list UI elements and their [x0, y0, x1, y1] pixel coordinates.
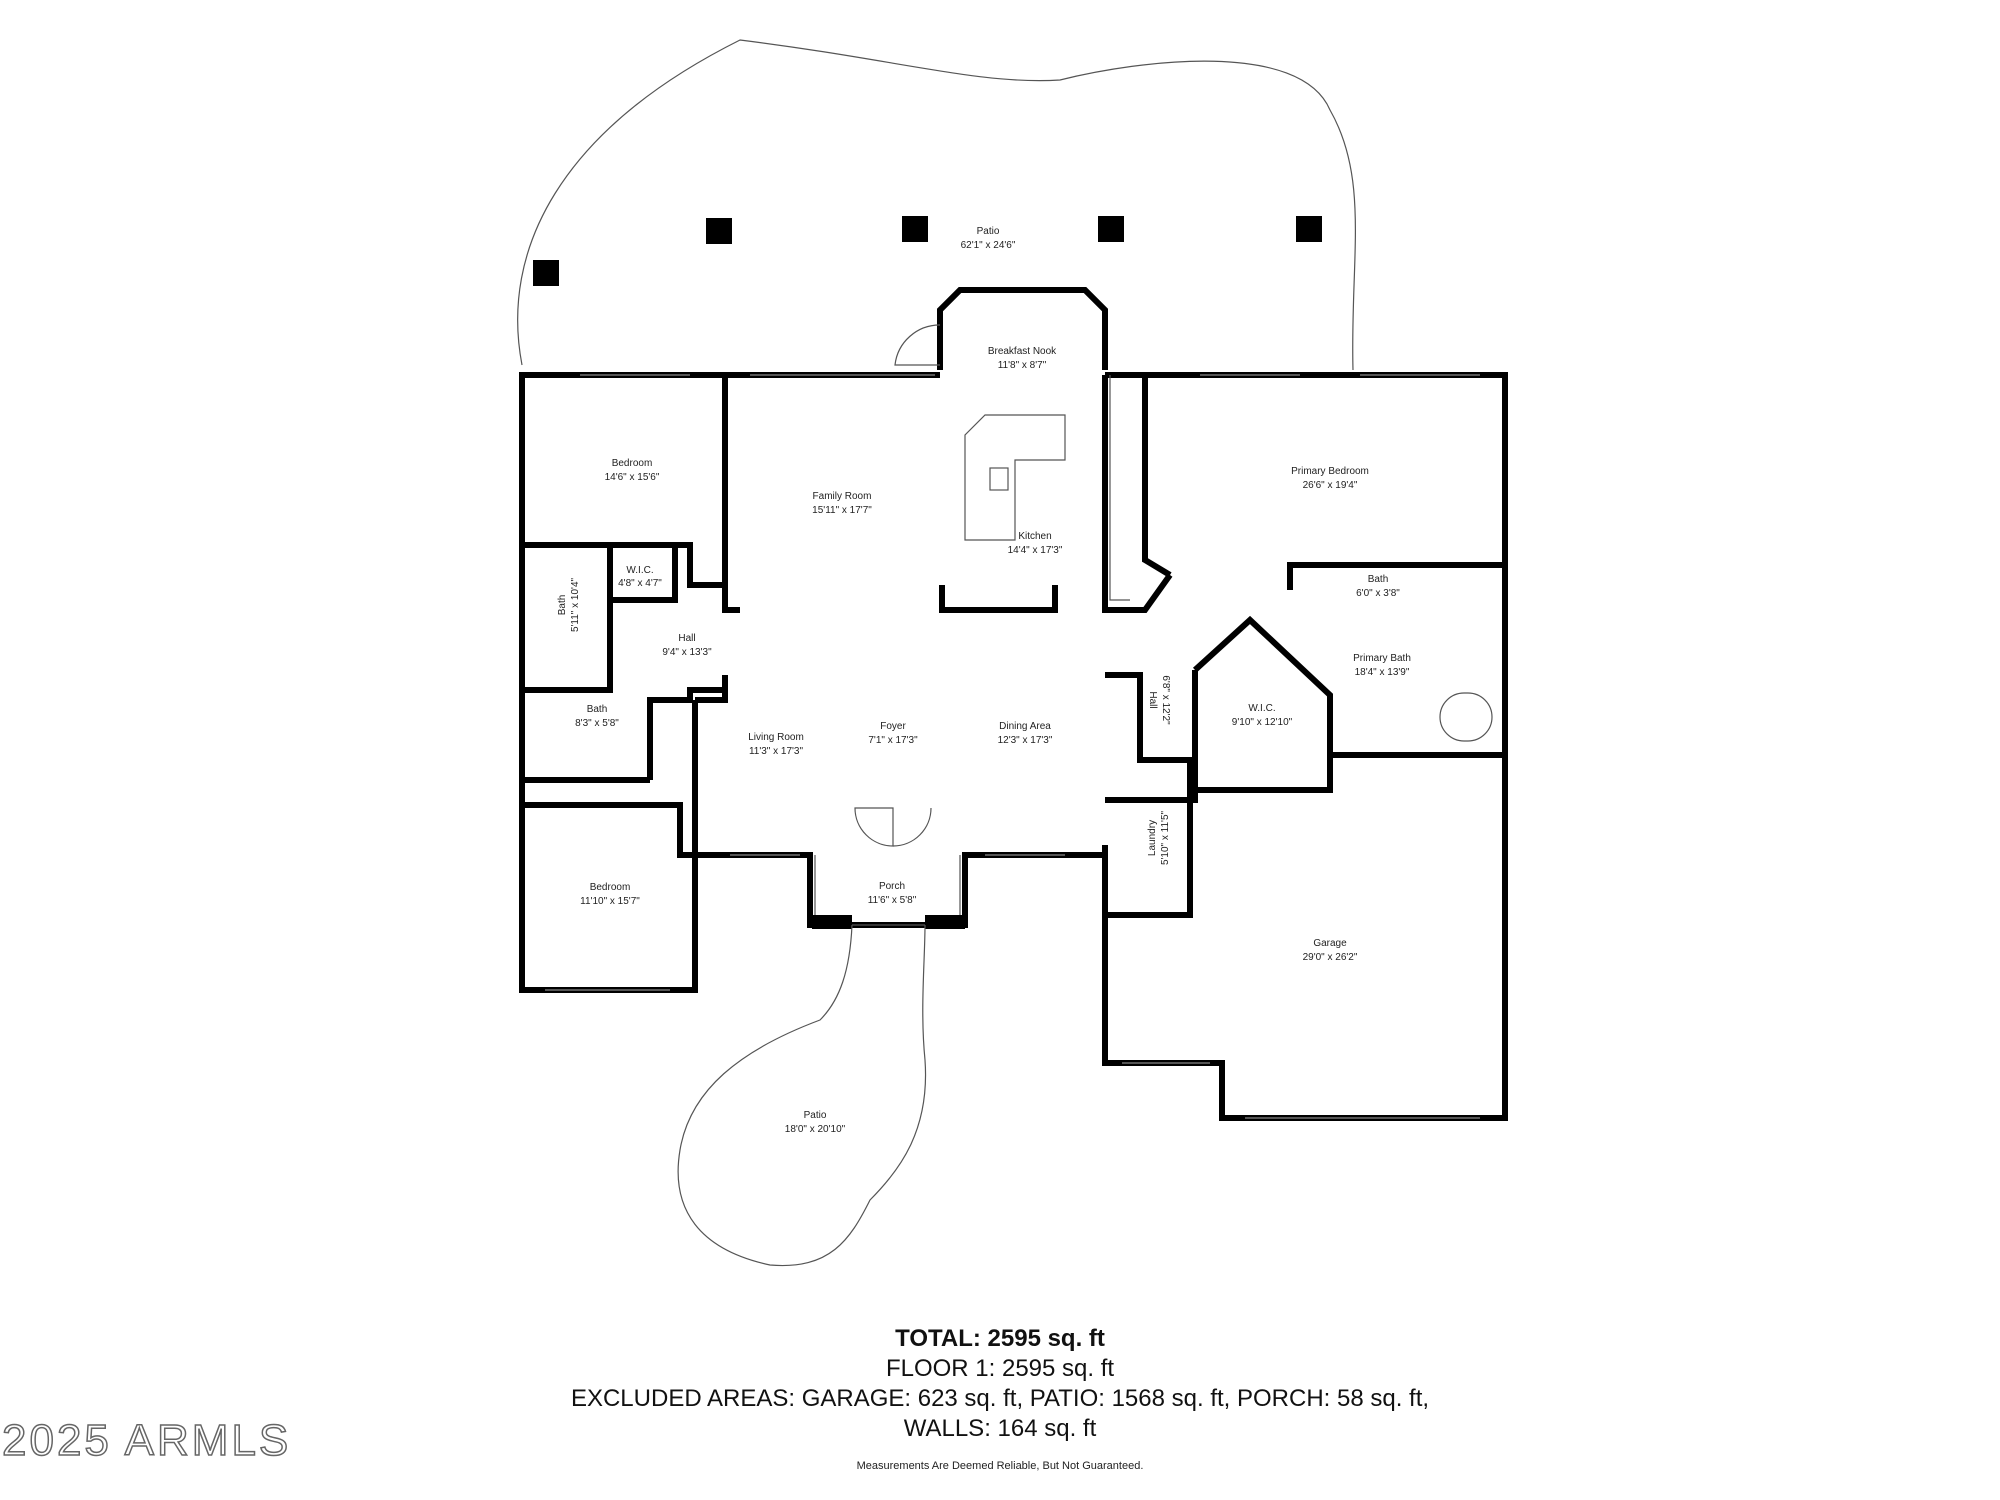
porch-outline	[814, 855, 961, 926]
room-dim-wic-small: 4'8" x 4'7"	[618, 578, 662, 589]
room-dim-wic-primary: 9'10" x 12'10"	[1232, 717, 1293, 728]
summary-excluded: EXCLUDED AREAS: GARAGE: 623 sq. ft, PATI…	[570, 1385, 1430, 1412]
room-name-living-room: Living Room	[748, 732, 804, 743]
room-name-bedroom-1: Bedroom	[612, 458, 653, 469]
room-name-primary-bedroom: Primary Bedroom	[1291, 466, 1369, 477]
room-name-foyer: Foyer	[880, 721, 906, 732]
wall-wic-primary	[1192, 615, 1333, 793]
wall-primary-left	[1142, 375, 1172, 578]
wall-family-left	[722, 375, 740, 613]
summary-total: TOTAL: 2595 sq. ft	[895, 1325, 1105, 1352]
summary-floor: FLOOR 1: 2595 sq. ft	[885, 1355, 1115, 1382]
kitchen-counter-wall	[939, 585, 1058, 613]
room-dim-foyer: 7'1" x 17'3"	[868, 735, 918, 746]
wall-bath-small	[522, 545, 613, 693]
room-name-primary-bath: Primary Bath	[1353, 653, 1411, 664]
porch-step-right	[925, 915, 965, 929]
patio-column	[1296, 216, 1322, 242]
room-name-porch: Porch	[879, 881, 905, 892]
watermark: 2025 ARMLS	[1, 1415, 292, 1466]
wall-bath2	[519, 690, 650, 783]
wall-hall-left	[647, 675, 728, 780]
porch-step-left	[812, 915, 852, 929]
patio-bottom-outline	[677, 924, 927, 1267]
wall-kitchen-right	[1102, 375, 1173, 613]
kitchen-sink	[989, 467, 1009, 491]
room-dim-family-room: 15'11" x 17'7"	[812, 505, 872, 516]
room-name-bath-primary-small: Bath	[1368, 574, 1389, 585]
room-name-wic-small: W.I.C.	[626, 565, 653, 576]
patio-top-outline	[517, 39, 1356, 371]
room-dim-bath-2: 8'3" x 5'8"	[575, 718, 619, 729]
room-dim-laundry: 5'10" x 11'5"	[1160, 811, 1171, 866]
patio-column	[902, 216, 928, 242]
kitchen-island	[964, 414, 1066, 541]
wall-living	[695, 675, 728, 703]
summary-walls: WALLS: 164 sq. ft	[903, 1415, 1097, 1442]
wall-wic-small	[607, 545, 678, 603]
patio-column	[706, 218, 732, 244]
room-dim-primary-bedroom: 26'6" x 19'4"	[1303, 480, 1358, 491]
room-name-patio-top: Patio	[977, 226, 1000, 237]
room-dim-bedroom-2: 11'10" x 15'7"	[580, 896, 640, 907]
room-dim-living-room: 11'3" x 17'3"	[749, 746, 804, 757]
room-dim-porch: 11'6" x 5'8"	[868, 895, 917, 906]
room-name-wic-primary: W.I.C.	[1248, 703, 1275, 714]
room-name-laundry: Laundry	[1147, 820, 1158, 856]
room-dim-breakfast-nook: 11'8" x 8'7"	[998, 360, 1047, 371]
room-dim-dining-area: 12'3" x 17'3"	[998, 735, 1053, 746]
room-name-family-room: Family Room	[813, 491, 872, 502]
nook-door-swing	[894, 324, 941, 366]
wall-garage-top	[1105, 790, 1198, 803]
room-name-kitchen: Kitchen	[1018, 531, 1051, 542]
room-dim-hall-left: 9'4" x 13'3"	[662, 647, 712, 658]
room-name-dining-area: Dining Area	[999, 721, 1051, 732]
patio-column	[1098, 216, 1124, 242]
room-dim-patio-bottom: 18'0" x 20'10"	[785, 1124, 846, 1135]
room-name-garage: Garage	[1313, 938, 1347, 949]
room-dim-bath-small: 5'11" x 10'4"	[570, 578, 581, 633]
patio-column	[533, 260, 559, 286]
room-name-bath-2: Bath	[587, 704, 608, 715]
room-name-bedroom-2: Bedroom	[590, 882, 631, 893]
room-name-breakfast-nook: Breakfast Nook	[988, 346, 1057, 357]
room-dim-kitchen: 14'4" x 17'3"	[1008, 545, 1063, 556]
breakfast-nook-bay	[937, 287, 1108, 370]
room-dim-patio-top: 62'1" x 24'6"	[961, 240, 1016, 251]
room-dim-garage: 29'0" x 26'2"	[1303, 952, 1358, 963]
disclaimer: Measurements Are Deemed Reliable, But No…	[856, 1460, 1144, 1472]
kitchen-counter-right	[1109, 375, 1130, 601]
wall-bedroom1	[522, 542, 725, 588]
room-name-hall-right: Hall	[1147, 691, 1158, 708]
room-dim-bedroom-1: 14'6" x 15'6"	[605, 472, 660, 483]
room-name-hall-left: Hall	[678, 633, 695, 644]
room-name-bath-small: Bath	[557, 595, 568, 616]
wall-bedroom2	[522, 802, 695, 858]
wall-primary-bath-top	[1287, 562, 1505, 590]
wall-laundry	[1105, 672, 1193, 918]
room-name-patio-bottom: Patio	[804, 1110, 827, 1121]
room-dim-bath-primary-small: 6'0" x 3'8"	[1356, 588, 1400, 599]
room-dim-hall-right: 6'8" x 12'2"	[1160, 675, 1171, 725]
exterior-wall-top-right	[1102, 372, 1508, 1121]
entry-door-right	[892, 807, 932, 847]
room-dim-primary-bath: 18'4" x 13'9"	[1355, 667, 1410, 678]
bathtub	[1439, 692, 1493, 742]
entry-door-left	[854, 807, 894, 847]
